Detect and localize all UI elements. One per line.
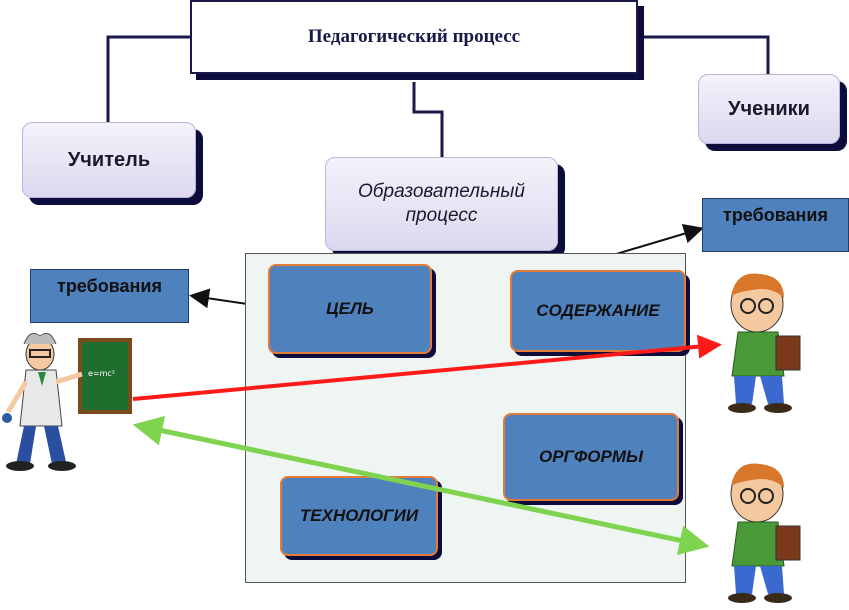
- block-goal: ЦЕЛЬ: [268, 264, 432, 354]
- edu-process-box: Образовательный процесс: [325, 157, 558, 251]
- block-content: СОДЕРЖАНИЕ: [510, 270, 686, 352]
- teacher-student-green-arrow: [132, 415, 710, 556]
- title-to-process-line: [412, 82, 444, 157]
- teacher-to-student-red-arrow: [132, 334, 722, 401]
- svg-text:e=mc²: e=mc²: [88, 369, 115, 378]
- student-figure-icon: [728, 463, 801, 603]
- title-box: Педагогический процесс: [190, 0, 638, 74]
- requirements-left: требования: [30, 269, 189, 323]
- student-figure-icon: [728, 273, 801, 413]
- teacher-box: Учитель: [22, 122, 196, 198]
- students-box: Ученики: [698, 74, 840, 144]
- teacher-figure-icon: e=mc²: [2, 332, 132, 471]
- title-to-students-line: [638, 35, 770, 74]
- title-to-teacher-line: [106, 35, 190, 122]
- requirements-right: требования: [702, 198, 849, 252]
